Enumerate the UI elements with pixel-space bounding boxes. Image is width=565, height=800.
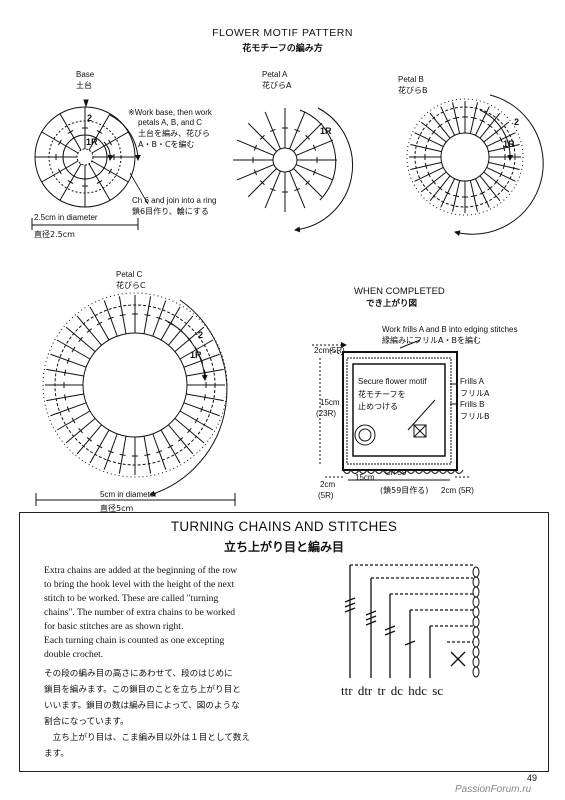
petal-b-label-jp: 花びらB — [398, 86, 428, 95]
petal-c-diagram — [35, 292, 236, 506]
stitch-label-hdc: hdc — [408, 683, 428, 698]
page-subtitle: 花モチーフの編み方 — [242, 44, 323, 54]
frills-a-label: Frills A — [460, 377, 484, 386]
base-diameter: 2.5cm in diameter — [34, 213, 98, 222]
page-title: FLOWER MOTIF PATTERN — [212, 27, 353, 39]
turning-title: TURNING CHAINS AND STITCHES — [170, 519, 398, 534]
base-row-2: 2 — [87, 113, 93, 123]
para-line: Extra chains are added at the beginning … — [44, 565, 238, 576]
turning-chain-diagram — [344, 564, 480, 678]
frills-b-label-jp: フリルB — [460, 412, 490, 421]
stitch-labels: ttr dtr tr dc hdc sc — [341, 683, 491, 699]
frills-a-label-jp: フリルA — [460, 389, 490, 398]
petal-b-row-2: 2 — [514, 117, 520, 127]
para-line: to bring the hook level with the height … — [44, 579, 235, 590]
petal-a-label-jp: 花びらA — [262, 81, 292, 90]
para-line-jp: いいます。鎖目の数は編み目によって、図のような — [44, 701, 240, 711]
para-line: chains". The number of extra chains to b… — [44, 607, 236, 618]
stitch-label-dc: dc — [390, 683, 403, 698]
base-note-jp-2: A・B・Cを編む — [138, 140, 195, 149]
dim-top: 2cm(5R) — [314, 346, 345, 355]
para-line-jp: ます。 — [44, 749, 69, 759]
stitch-label-dtr: dtr — [357, 683, 373, 698]
frills-note: Work frills A and B into edging stitches — [382, 325, 518, 334]
petal-c-label-jp: 花びらC — [116, 281, 146, 290]
petal-c-row-2: 2 — [198, 330, 204, 340]
base-row-1: 1R — [86, 137, 98, 147]
para-line-jp: 割合になっています。 — [44, 717, 129, 727]
base-note-jp-1: 土台を編み、花びら — [138, 129, 210, 138]
base-label-jp: 土台 — [76, 81, 92, 90]
para-line-jp: 鎖目を編みます。この鎖目のことを立ち上がり目と — [44, 685, 241, 695]
para-line-jp: 立ち上がり目は、こま編み目以外は１目として数え — [44, 733, 250, 743]
watermark: PassionForum.ru — [455, 784, 532, 795]
frills-b-label: Frills B — [460, 400, 485, 409]
completed-title-jp: でき上がり図 — [366, 299, 418, 309]
base-note-2: petals A, B, and C — [138, 118, 203, 127]
petal-c-diameter: 5cm in diameter — [100, 490, 157, 499]
turning-paragraph-en: Extra chains are added at the beginning … — [44, 564, 294, 662]
base-diameter-jp: 直径2.5cm — [34, 230, 75, 239]
petal-c-label: Petal C — [116, 270, 143, 279]
dim-bottom-right: 2cm (5R) — [441, 486, 474, 495]
secure-note-jp-1: 花モチーフを — [358, 390, 406, 399]
base-ch-note-jp: 鎖6目作り、輪にする — [132, 207, 209, 216]
ch-label-jp: (鎖59目作る) — [380, 486, 429, 495]
dim-bottom: 15cm — [355, 473, 375, 482]
secure-note: Secure flower motif — [358, 377, 427, 386]
frills-note-jp: 縁編みにフリルA・Bを編む — [382, 336, 481, 345]
turning-chains-box — [19, 512, 549, 772]
secure-note-jp-2: 止めつける — [358, 402, 398, 411]
petal-c-row-1: 1R — [190, 350, 202, 360]
base-note-1: ※Work base, then work — [128, 108, 212, 117]
turning-paragraph-jp: その段の編み目の高さにあわせて、段のはじめに 鎖目を編みます。この鎖目のことを立… — [44, 666, 294, 762]
petal-c-diameter-jp: 直径5cm — [100, 504, 134, 513]
page-number: 49 — [527, 773, 538, 783]
para-line: Each turning chain is counted as one exc… — [44, 635, 225, 646]
petal-b-row-1: 1R — [503, 139, 515, 149]
completed-title: WHEN COMPLETED — [354, 286, 445, 297]
base-label: Base — [76, 70, 95, 79]
base-ch-note: Ch 6 and join into a ring — [132, 196, 217, 205]
petal-a-row-1: 1R — [320, 126, 332, 136]
diagrams-canvas — [31, 94, 544, 506]
para-line: stitch to be worked. These are called "t… — [44, 593, 219, 604]
dim-bl-1: 2cm — [320, 480, 336, 489]
stitch-label-tr: tr — [377, 683, 386, 698]
stitch-label-ttr: ttr — [341, 683, 353, 698]
base-motif-diagram — [31, 99, 149, 230]
stitch-label-sc: sc — [432, 683, 444, 698]
dim-left-2: (23R) — [316, 409, 337, 418]
dim-bl-2: (5R) — [318, 491, 334, 500]
ch-label: Ch 59 — [385, 468, 407, 477]
para-line: double crochet. — [44, 649, 104, 660]
petal-a-label: Petal A — [262, 70, 288, 79]
turning-title-jp: 立ち上がり目と編み目 — [223, 540, 344, 554]
petal-b-label: Petal B — [398, 75, 424, 84]
completed-diagram — [312, 339, 470, 481]
para-line: for basic stitches are as shown right. — [44, 621, 184, 632]
petal-b-diagram — [406, 94, 544, 237]
petal-a-diagram — [233, 107, 354, 233]
para-line-jp: その段の編み目の高さにあわせて、段のはじめに — [44, 669, 233, 679]
dim-left-1: 15cm — [320, 398, 340, 407]
